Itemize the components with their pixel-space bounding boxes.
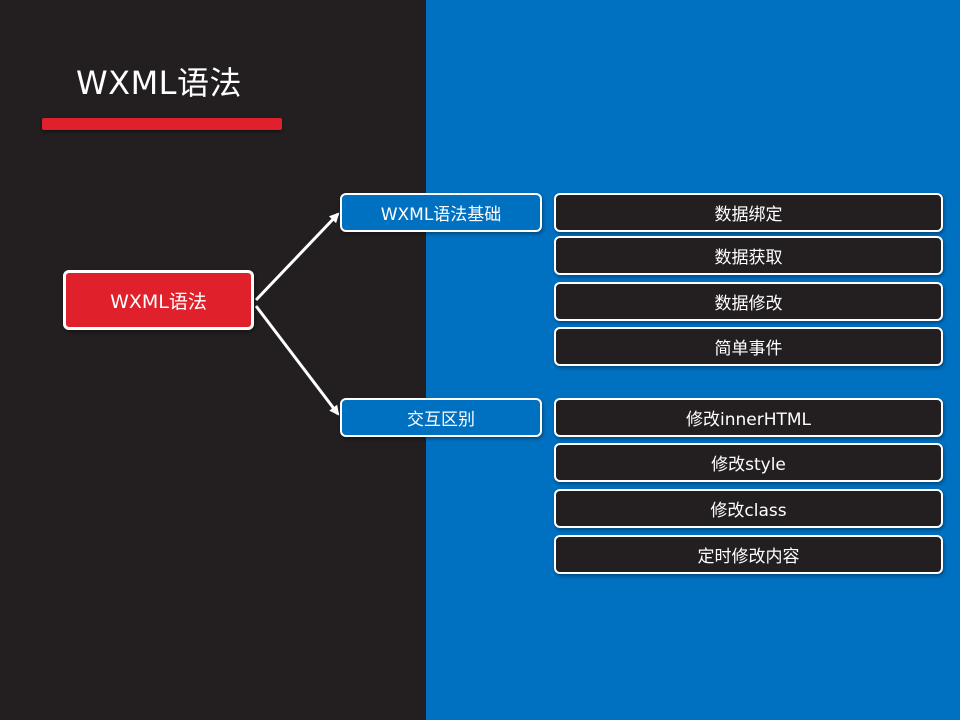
leaf-node-data-retrieval: 数据获取 xyxy=(554,236,943,275)
slide-title: WXML语法 xyxy=(76,64,243,102)
root-node: WXML语法 xyxy=(63,270,254,330)
branch-node-interaction-differences: 交互区别 xyxy=(340,398,542,437)
leaf-node-modify-style: 修改style xyxy=(554,443,943,482)
leaf-node-data-modification: 数据修改 xyxy=(554,282,943,321)
branch-node-wxml-basics: WXML语法基础 xyxy=(340,193,542,232)
left-panel-background xyxy=(0,0,426,720)
leaf-node-data-binding: 数据绑定 xyxy=(554,193,943,232)
leaf-node-modify-class: 修改class xyxy=(554,489,943,528)
leaf-node-timed-content-change: 定时修改内容 xyxy=(554,535,943,574)
leaf-node-modify-innerhtml: 修改innerHTML xyxy=(554,398,943,437)
leaf-node-simple-events: 简单事件 xyxy=(554,327,943,366)
title-underline xyxy=(42,118,282,130)
